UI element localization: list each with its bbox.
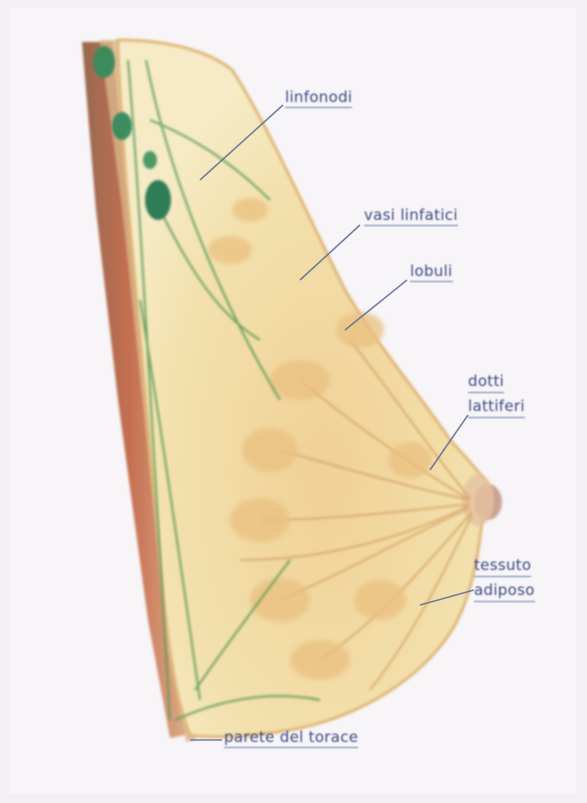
label-tessuto-line1: tessuto bbox=[474, 556, 531, 577]
label-dotti-lattiferi: dotti lattiferi bbox=[468, 372, 525, 422]
label-lobuli: lobuli bbox=[410, 262, 453, 281]
label-parete-del-torace: parete del torace bbox=[224, 728, 358, 747]
label-linfonodi-text: linfonodi bbox=[285, 88, 352, 108]
label-dotti-line1: dotti bbox=[468, 372, 504, 393]
label-tessuto-adiposo: tessuto adiposo bbox=[474, 556, 535, 606]
label-lobuli-text: lobuli bbox=[410, 262, 453, 282]
label-vasi-linfatici: vasi linfatici bbox=[364, 206, 458, 225]
label-linfonodi: linfonodi bbox=[285, 88, 352, 107]
label-tessuto-line2: adiposo bbox=[474, 581, 535, 602]
label-vasi-linfatici-text: vasi linfatici bbox=[364, 206, 458, 226]
label-parete-text: parete del torace bbox=[224, 728, 358, 748]
label-dotti-line2: lattiferi bbox=[468, 397, 525, 418]
